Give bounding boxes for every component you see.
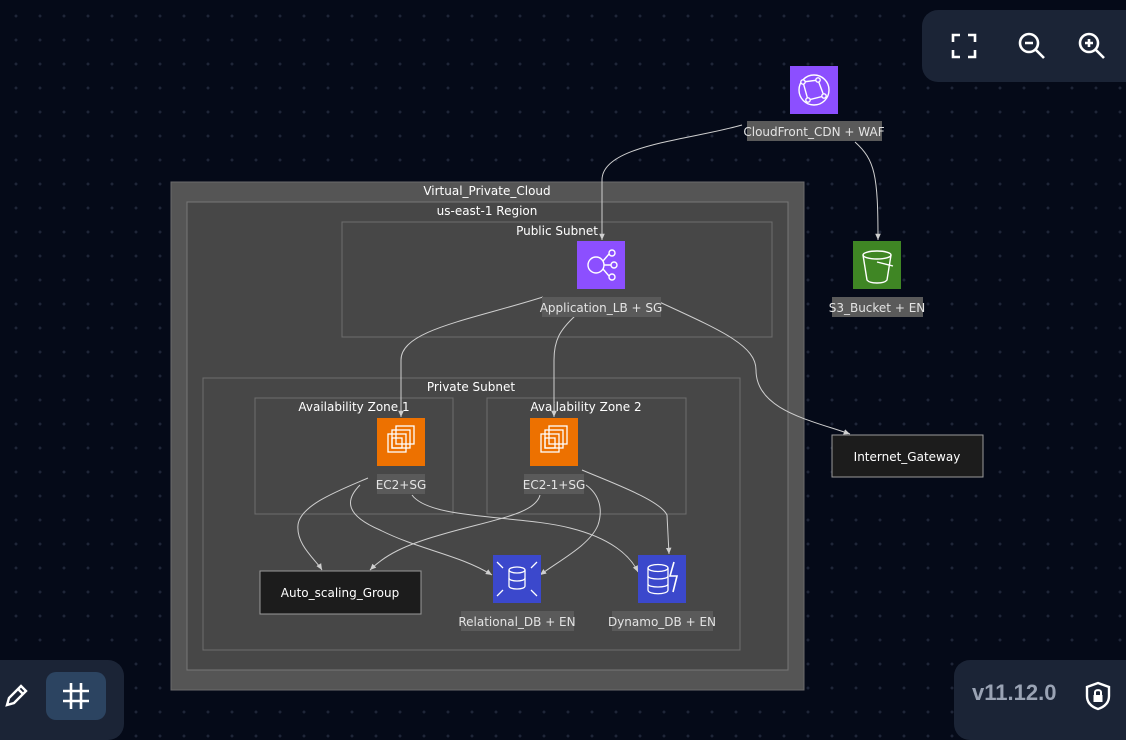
cloudfront-label: CloudFront_CDN + WAF [743,125,884,139]
group-public-subnet: Public Subnet [341,221,773,338]
edge-cloudfront-s3 [854,141,881,241]
rds-label: Relational_DB + EN [458,615,575,629]
edge-ec2-2-rds [539,484,601,576]
ec2-instance-icon [377,418,425,466]
load-balancer-icon-glyph [587,249,618,281]
s3-bucket-icon-glyph [862,250,894,284]
node-rds[interactable]: Relational_DB + EN [458,555,576,631]
group-private-subnet: Private Subnet [202,377,741,651]
node-igw[interactable]: Internet_Gateway [831,434,984,478]
rds-database-icon-glyph [496,561,538,597]
ec2-instance-icon [530,418,578,466]
load-balancer-icon [577,241,625,289]
group-region-label: us-east-1 Region [437,204,538,218]
alb-label: Application_LB + SG [540,301,663,315]
ec2-1-label: EC2+SG [376,478,427,492]
cloudfront-icon [790,66,838,114]
node-alb[interactable]: Application_LB + SG [540,241,663,317]
node-cloudfront[interactable]: CloudFront_CDN + WAF [743,66,885,141]
group-az2: Availability Zone 2 [486,397,687,515]
dynamo-label: Dynamo_DB + EN [608,615,716,629]
version-toolbar: v11.12.0 [954,660,1126,740]
node-ec2-2[interactable]: EC2-1+SG [523,418,586,494]
group-vpc-label: Virtual_Private_Cloud [423,184,550,198]
cloudfront-label-bg [747,121,882,141]
rds-label-bg [461,611,574,631]
s3-label: S3_Bucket + EN [829,301,926,315]
fullscreen-icon[interactable] [946,28,982,64]
grid-toggle-button[interactable] [46,672,106,720]
edge-ec2-2-asg [369,494,541,571]
zoom-out-icon[interactable] [1014,28,1050,64]
dynamo-label-bg [612,611,713,631]
group-public-subnet-label: Public Subnet [516,224,598,238]
s3-bucket-icon [853,241,901,289]
group-az1-label: Availability Zone 1 [298,400,409,414]
edge-cloudfront-alb [599,124,743,240]
asg-label: Auto_scaling_Group [281,586,400,600]
edit-toolbar [0,660,124,740]
s3-label-bg [832,297,923,317]
group-private-subnet-label: Private Subnet [427,380,515,394]
node-dynamo[interactable]: Dynamo_DB + EN [608,555,716,631]
pencil-icon[interactable] [0,678,34,714]
edges [297,124,881,576]
edge-ec2-1-dynamo [411,494,639,573]
version-label: v11.12.0 [972,680,1057,705]
zoom-toolbar [922,10,1126,82]
group-az1: Availability Zone 1 [254,397,454,515]
node-s3[interactable]: S3_Bucket + EN [829,241,926,317]
edge-ec2-1-rds [350,484,493,576]
node-asg[interactable]: Auto_scaling_Group [259,570,422,615]
rds-database-icon [493,555,541,603]
group-az2-label: Availability Zone 2 [530,400,641,414]
dynamodb-icon-glyph [647,561,679,595]
node-ec2-1[interactable]: EC2+SG [376,418,427,494]
cloudfront-icon-glyph [798,74,830,106]
zoom-in-icon[interactable] [1074,28,1110,64]
architecture-diagram: Virtual_Private_Cloud us-east-1 Region P… [170,66,984,691]
ec2-instance-icon-glyph [387,425,415,453]
edge-alb-ec2-1 [398,296,544,417]
igw-label: Internet_Gateway [854,450,961,464]
edge-alb-igw [654,299,851,435]
ec2-instance-icon-glyph [540,425,568,453]
edge-ec2-2-dynamo [581,469,672,555]
grid-icon [63,683,89,709]
ec2-2-label-bg [524,474,584,494]
edge-alb-ec2-2 [551,315,576,417]
ec2-1-label-bg [377,474,425,494]
ec2-2-label: EC2-1+SG [523,478,586,492]
edge-ec2-1-asg [297,477,369,571]
alb-label-bg [542,297,661,317]
lock-icon[interactable] [1082,678,1114,714]
